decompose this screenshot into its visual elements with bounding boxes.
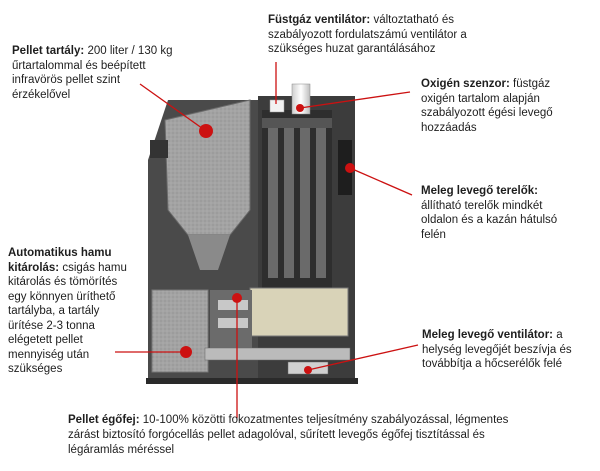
label-warm-air-fan-title: Meleg levegő ventilátor:	[422, 329, 554, 341]
label-air-deflectors: Meleg levegő terelők: állítható terelők …	[421, 185, 558, 241]
heat-exchanger	[262, 110, 332, 290]
label-pellet-burner: Pellet égőfej: 10-100% közötti fokozatme…	[68, 414, 509, 456]
label-ash-removal-title2: kitárolás:	[8, 261, 60, 274]
label-ash-removal: Automatikus hamu kitárolás: csigás hamu …	[8, 247, 127, 375]
label-flue-fan-title: Füstgáz ventilátor:	[268, 14, 371, 26]
pointer-lines	[115, 62, 419, 418]
label-ash-removal-title1: Automatikus hamu	[8, 247, 112, 259]
label-air-deflectors-title: Meleg levegő terelők:	[421, 185, 538, 197]
label-flue-fan: Füstgáz ventilátor: változtatható és sza…	[268, 14, 467, 55]
label-pellet-tank-title: Pellet tartály:	[12, 45, 85, 57]
label-warm-air-fan: Meleg levegő ventilátor: a helység leveg…	[422, 329, 572, 370]
combustion-chamber	[210, 287, 349, 350]
ash-container	[151, 289, 209, 373]
label-oxygen-sensor: Oxigén szenzor: füstgáz oxigén tartalom …	[421, 78, 553, 134]
label-pellet-tank: Pellet tartály: 200 liter / 130 kg űrtar…	[12, 45, 173, 101]
air-deflector	[338, 140, 352, 195]
label-oxygen-sensor-title: Oxigén szenzor:	[421, 78, 510, 90]
label-pellet-burner-title: Pellet égőfej:	[68, 414, 140, 426]
pellet-hopper	[150, 99, 251, 270]
